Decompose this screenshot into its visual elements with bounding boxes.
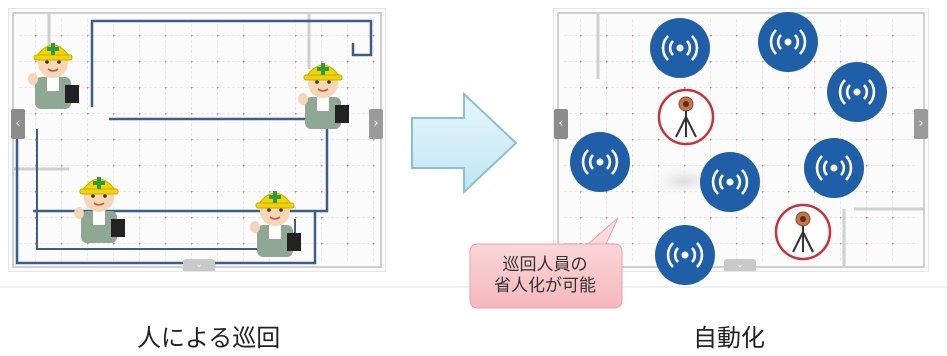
callout-text: 巡回人員の 省人化が可能 [494,255,596,296]
manual-patrol-floor-map: ‹ › ⌄ [8,8,386,272]
next-arrow-button[interactable]: › [369,109,383,139]
scroll-down-button[interactable]: ⌄ [183,259,215,271]
patrol-route [90,19,373,107]
tripod-camera-icon [773,202,833,262]
right-arrow-icon [411,92,518,194]
wireless-signal-icon [649,17,711,79]
automated-floor-map: ‹ › ⌄ [553,8,929,272]
wireless-signal-icon [569,131,631,193]
worker-icon [67,163,131,245]
worker-icon [291,49,355,131]
floor-grid [564,17,918,263]
callout-bubble: 巡回人員の 省人化が可能 [468,217,623,309]
tripod-camera-icon [656,87,716,147]
wireless-signal-icon [757,11,819,73]
prev-arrow-button[interactable]: ‹ [11,109,25,139]
wireless-signal-icon [699,151,761,213]
floor-plan-left [12,12,382,268]
worker-icon [243,177,307,259]
wireless-signal-icon [803,137,865,199]
scroll-down-button[interactable]: ⌄ [724,259,756,271]
caption-automation: 自動化 [693,324,765,352]
prev-arrow-button[interactable]: ‹ [554,109,568,139]
caption-manual-patrol: 人による巡回 [137,324,281,352]
floor-plan-right [557,12,925,268]
next-arrow-button[interactable]: › [914,109,928,139]
wireless-signal-icon [826,61,888,123]
worker-icon [21,29,85,111]
wireless-signal-icon [654,224,716,286]
